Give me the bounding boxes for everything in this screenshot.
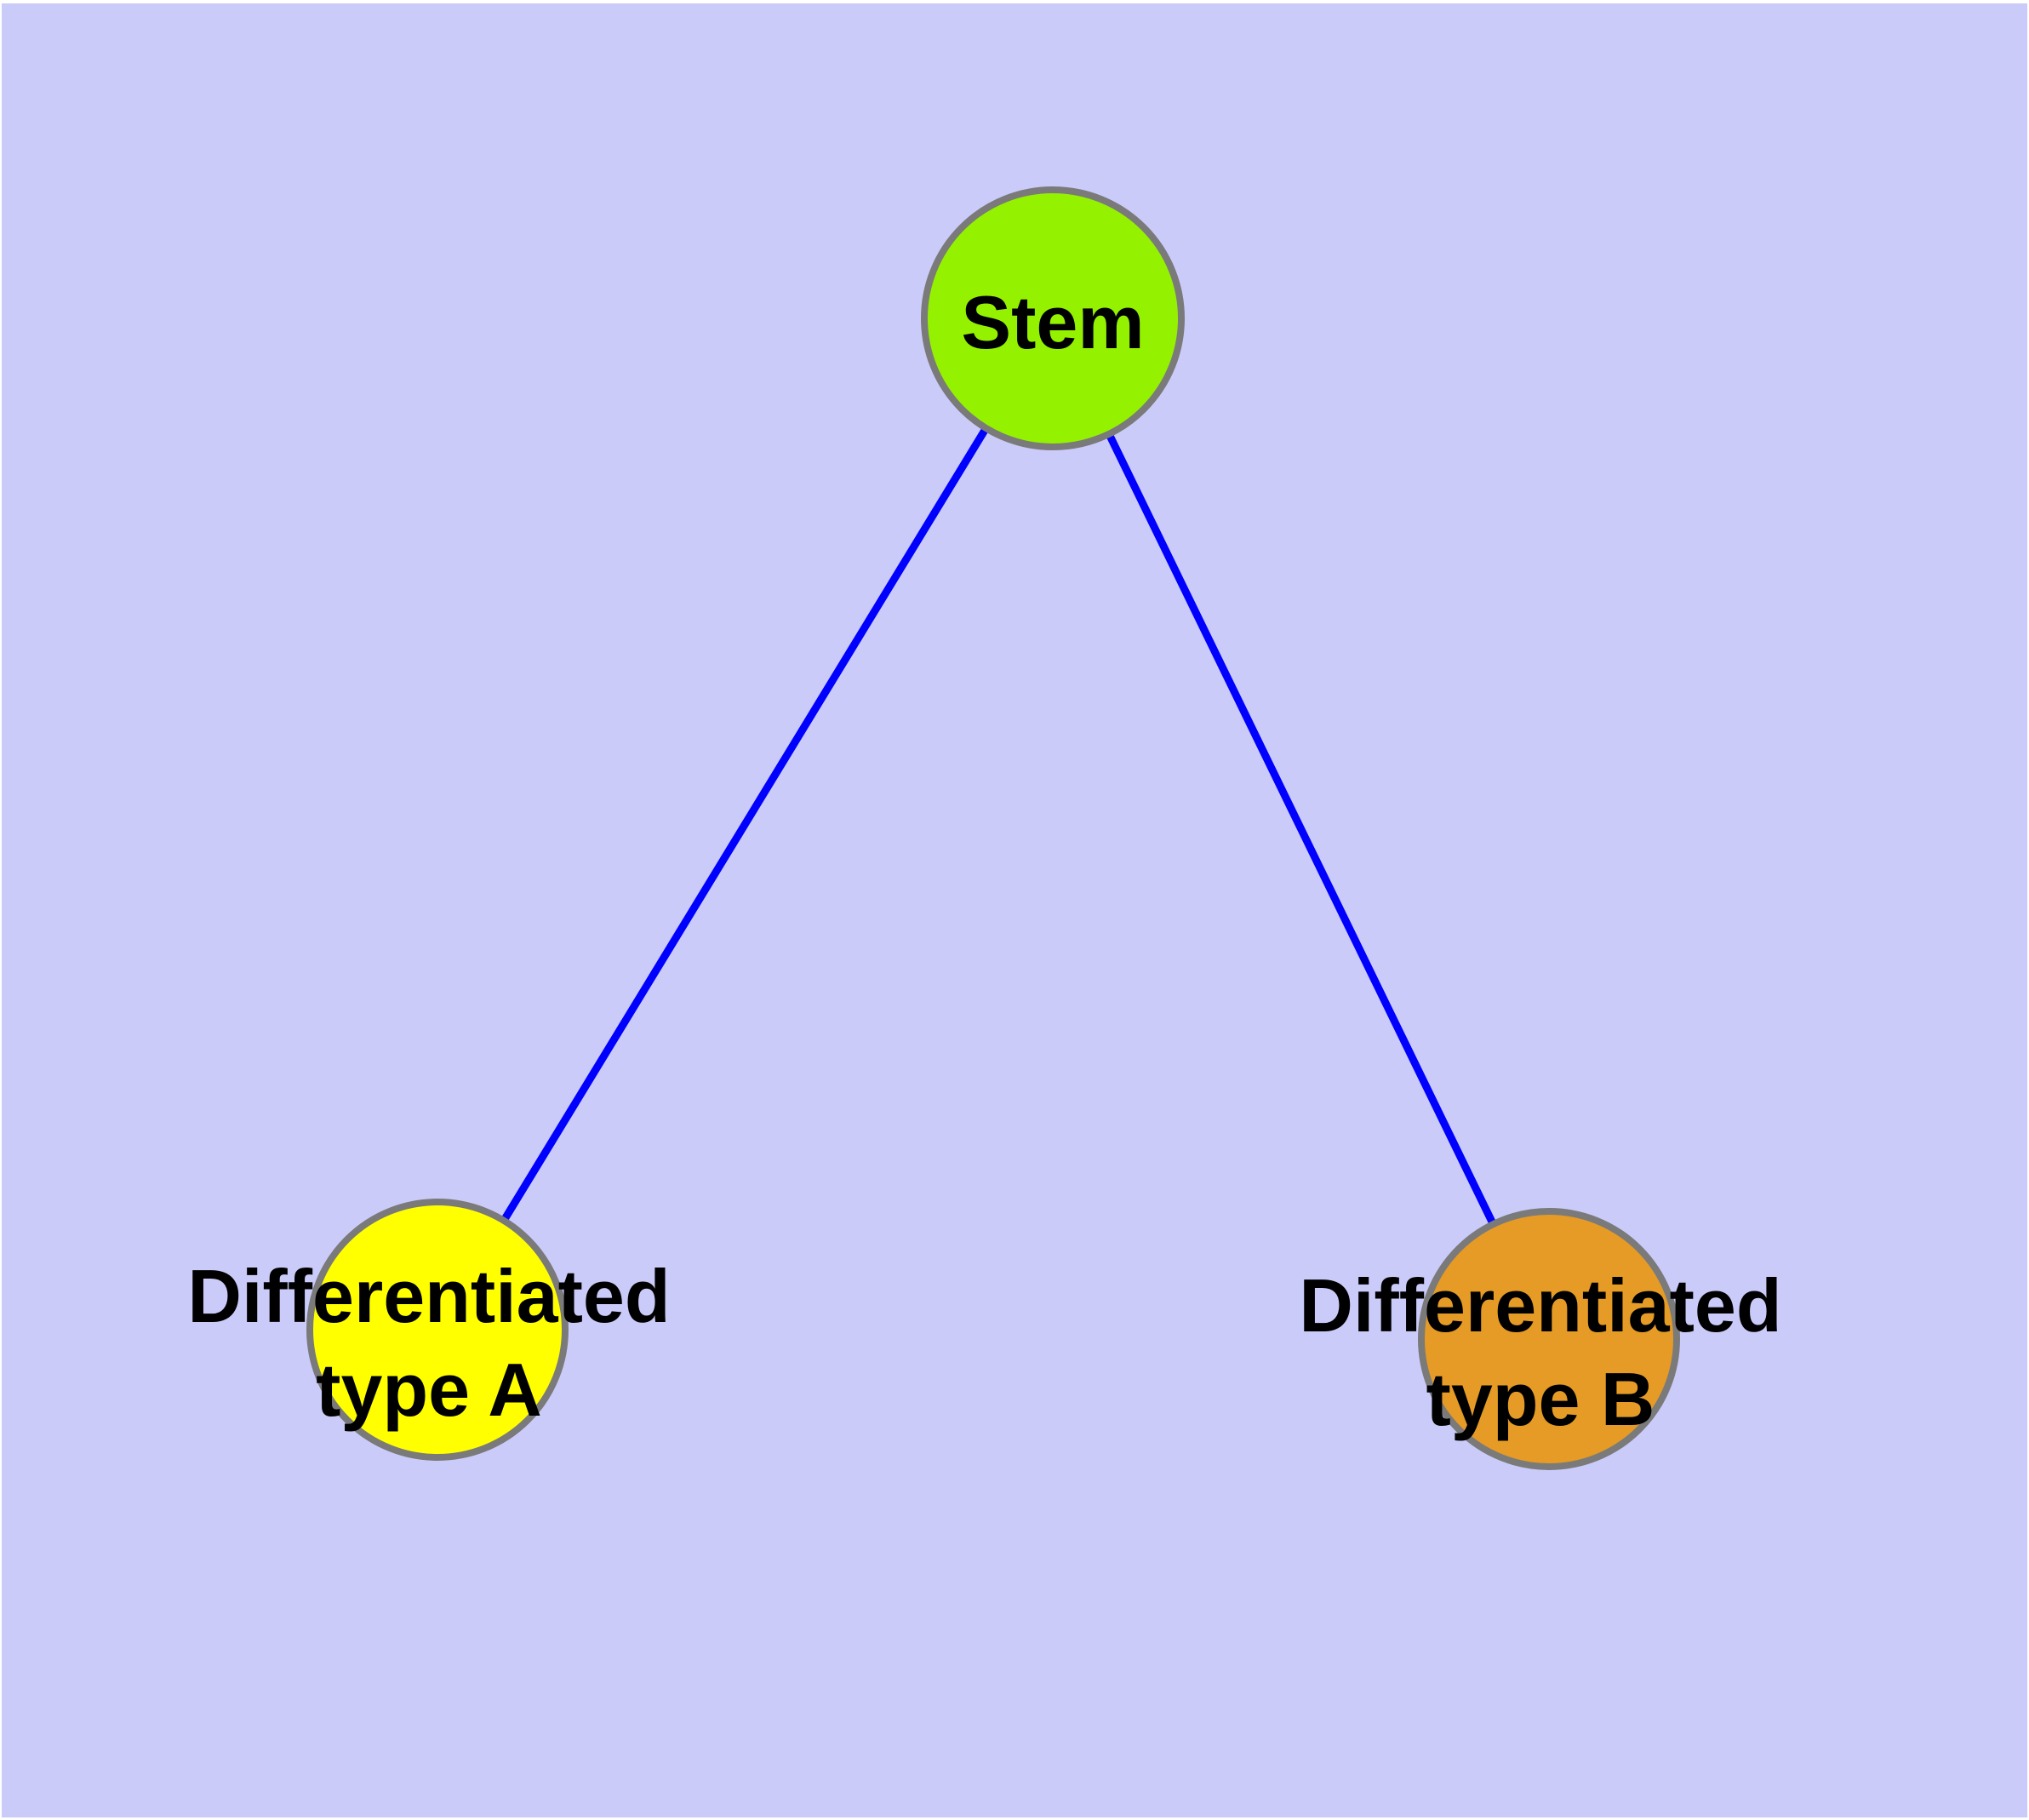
edge-stem-to-type-a [434, 316, 1056, 1332]
label-type-b-line-2: type B [1426, 1357, 1655, 1441]
label-type-a-line-2: type A [316, 1348, 542, 1432]
node-differentiated-type-b-circle [1418, 1208, 1680, 1470]
label-type-a-line-1: Differentiated [187, 1254, 671, 1338]
node-stem-circle [921, 186, 1185, 450]
label-stem: Stem [961, 276, 1144, 369]
node-differentiated-type-a-circle [306, 1199, 569, 1461]
label-type-b-line-1: Differentiated [1299, 1263, 1782, 1348]
label-differentiated-type-a: Differentiated type A [187, 1250, 670, 1437]
label-stem-line-1: Stem [961, 280, 1145, 364]
label-differentiated-type-b: Differentiated type B [1299, 1259, 1781, 1446]
edge-stem-to-type-b [1049, 317, 1553, 1341]
